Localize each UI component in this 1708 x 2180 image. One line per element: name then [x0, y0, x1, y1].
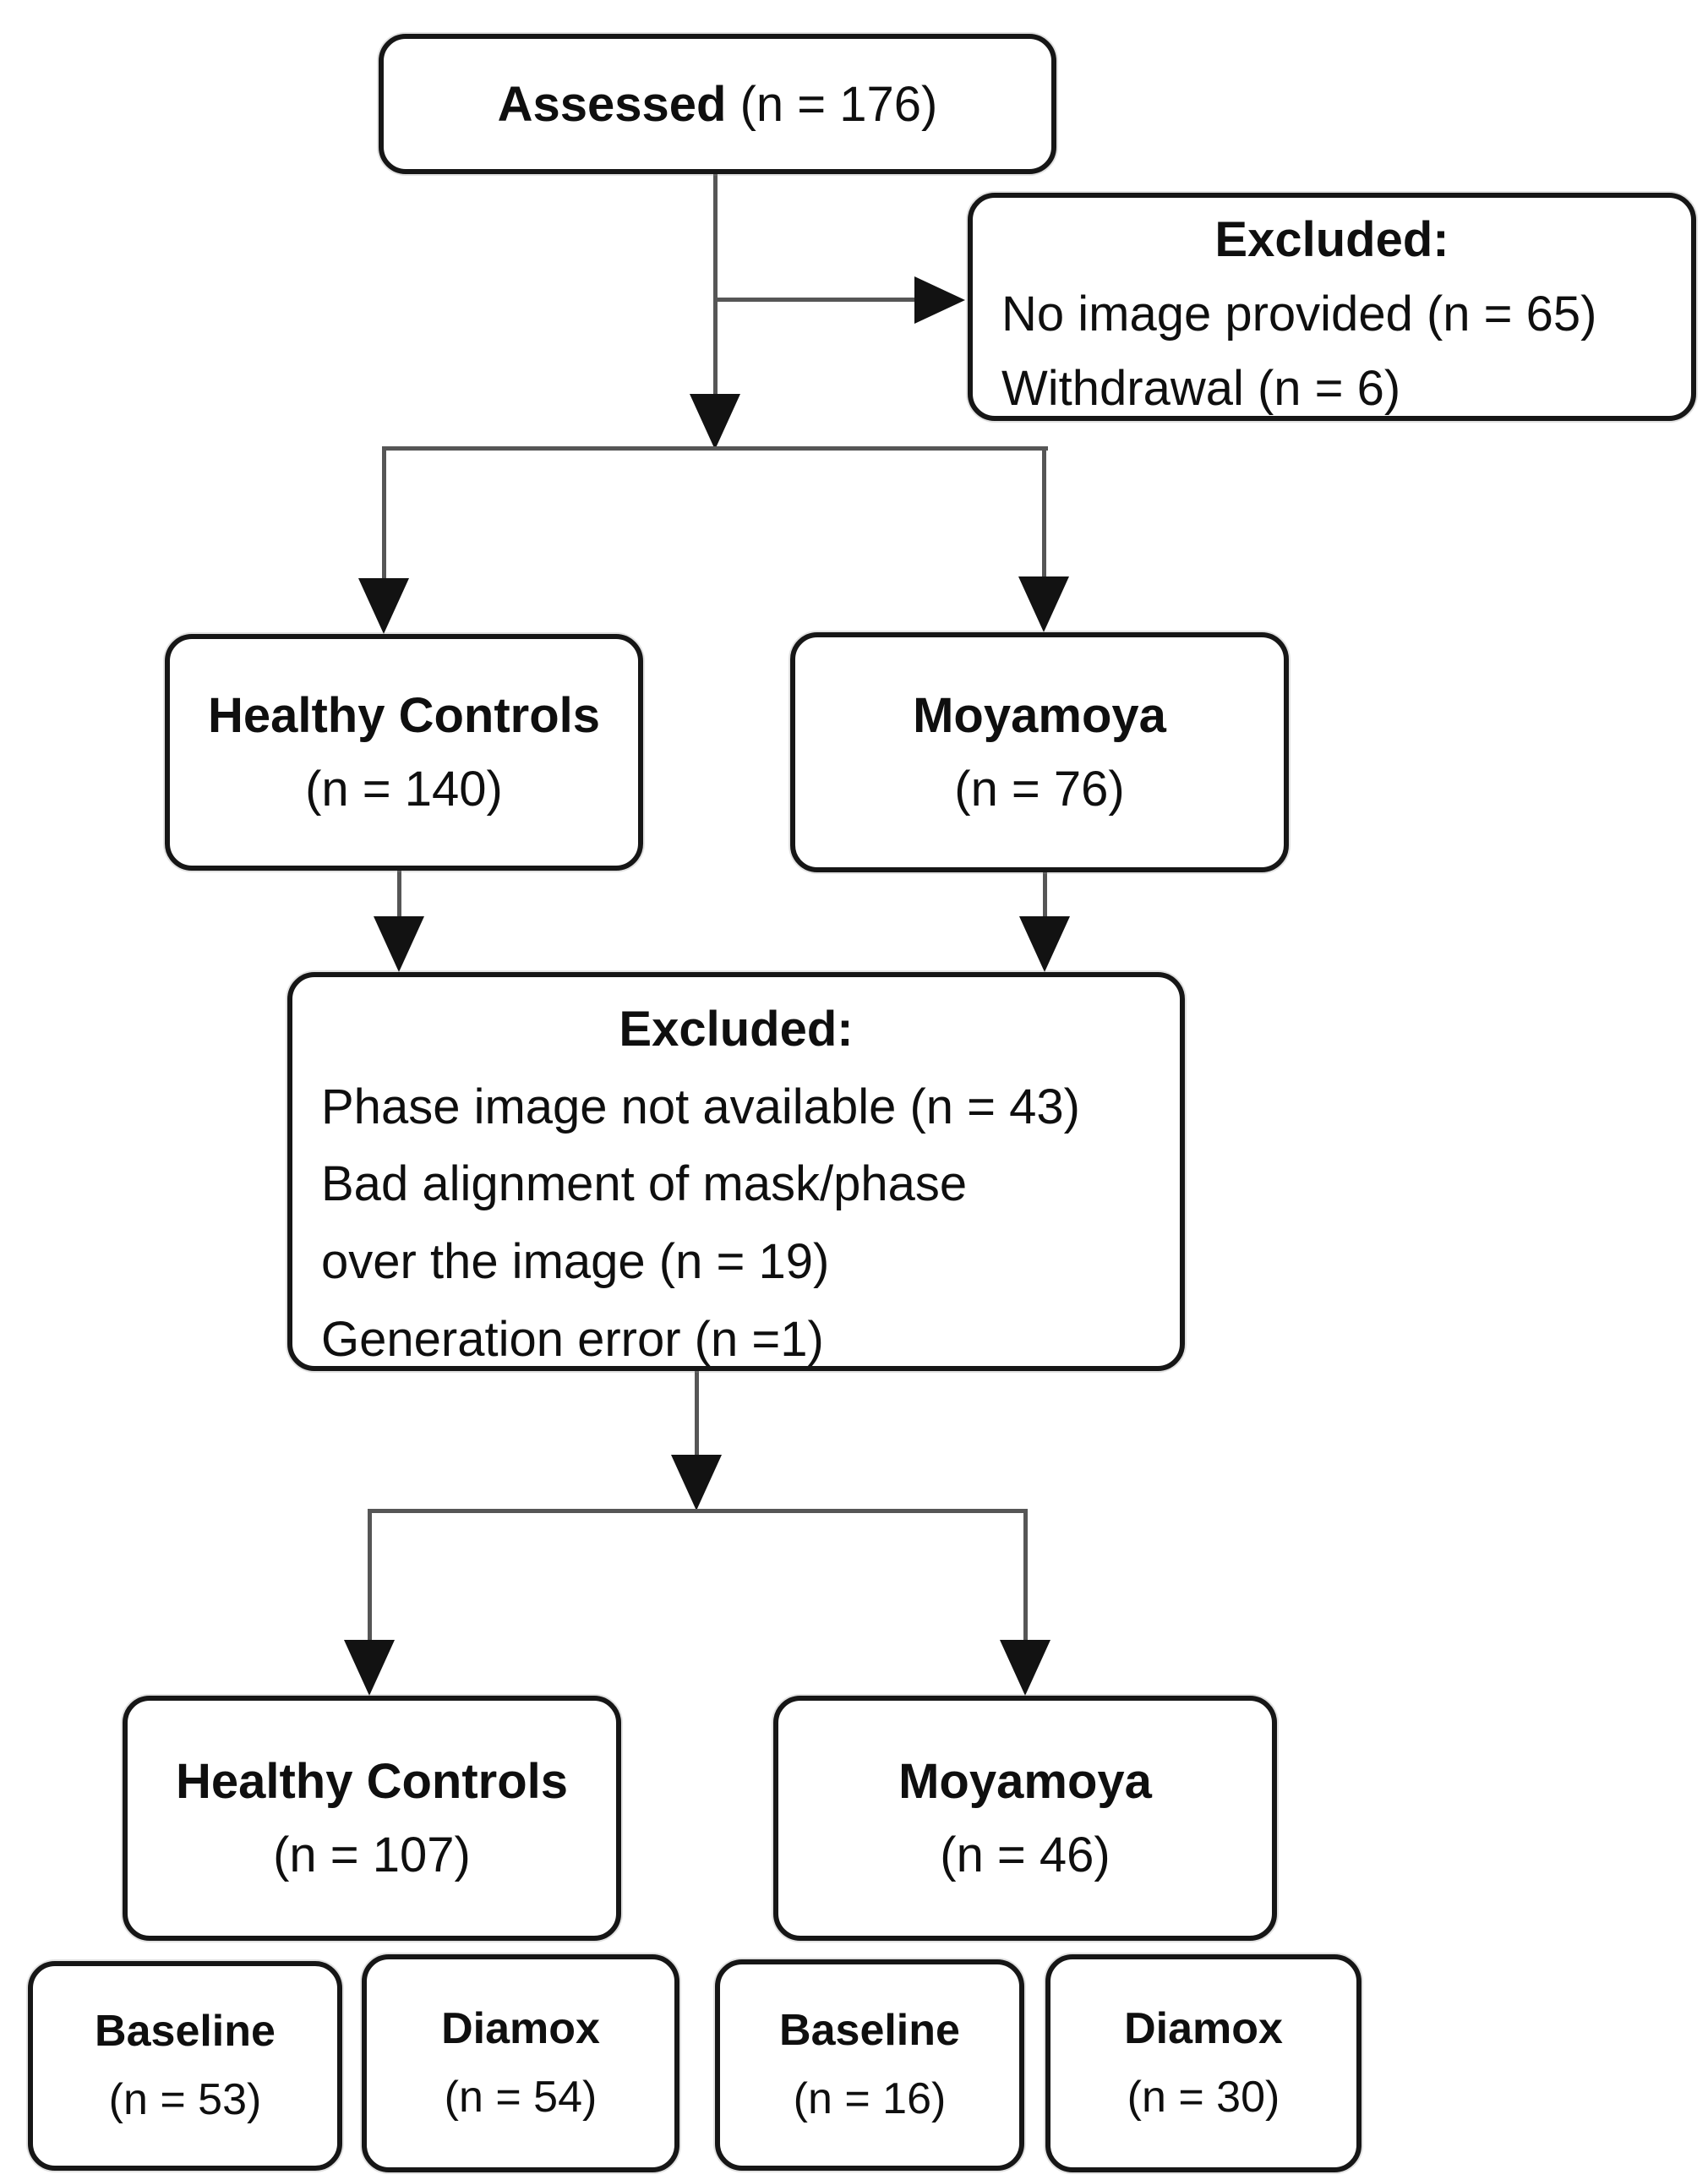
arrow-down-icon	[671, 1455, 722, 1511]
connector-assessed-to-split	[713, 174, 718, 396]
arrow-right-icon	[914, 276, 965, 324]
box-baseline-53: Baseline (n = 53)	[28, 1961, 342, 2171]
connector-split2-to-hc107	[368, 1509, 372, 1641]
excluded-initial-reason: Withdrawal (n = 6)	[1001, 361, 1401, 417]
diamox54-count: (n = 54)	[444, 2073, 598, 2122]
hc140-count: (n = 140)	[305, 762, 503, 817]
diamox30-title: Diamox	[1124, 2004, 1283, 2054]
mm76-count: (n = 76)	[954, 762, 1125, 817]
excluded-processing-reason: Generation error (n =1)	[321, 1311, 824, 1367]
arrow-down-icon	[1019, 916, 1070, 972]
arrow-down-icon	[358, 578, 409, 634]
excluded-processing-reason: Phase image not available (n = 43)	[321, 1079, 1080, 1134]
box-assessed: Assessed (n = 176)	[379, 34, 1056, 174]
excluded-initial-title: Excluded:	[1214, 212, 1449, 267]
connector-excluded-mid-to-split	[695, 1371, 699, 1457]
assessed-title: Assessed	[497, 76, 727, 132]
assessed-label: Assessed (n = 176)	[498, 68, 938, 141]
excluded-processing-reason: over the image (n = 19)	[321, 1233, 830, 1289]
box-excluded-processing: Excluded: Phase image not available (n =…	[287, 972, 1185, 1371]
connector-split1-to-hc140	[382, 446, 386, 580]
mm76-title: Moyamoya	[913, 688, 1166, 743]
excluded-processing-reason: Bad alignment of mask/phase	[321, 1156, 968, 1212]
assessed-count: (n = 176)	[739, 76, 938, 132]
arrow-down-icon	[344, 1640, 395, 1696]
hc107-count: (n = 107)	[273, 1828, 471, 1882]
connector-hc140-to-excluded-mid	[397, 871, 401, 920]
box-healthy-controls-140: Healthy Controls (n = 140)	[165, 634, 643, 871]
connector-split2-to-mm46	[1023, 1509, 1028, 1641]
hc107-title: Healthy Controls	[175, 1754, 569, 1809]
arrow-down-icon	[1018, 576, 1069, 632]
baseline16-count: (n = 16)	[793, 2074, 947, 2123]
split-line-2	[368, 1509, 1027, 1513]
baseline53-count: (n = 53)	[108, 2075, 262, 2124]
baseline53-title: Baseline	[95, 2007, 276, 2057]
split-line-1	[382, 446, 1048, 451]
excluded-initial-reason: No image provided (n = 65)	[1001, 287, 1597, 342]
box-healthy-controls-107: Healthy Controls (n = 107)	[123, 1696, 621, 1941]
box-diamox-30: Diamox (n = 30)	[1045, 1954, 1361, 2172]
baseline16-title: Baseline	[779, 2006, 960, 2056]
box-baseline-16: Baseline (n = 16)	[715, 1959, 1024, 2171]
diamox30-count: (n = 30)	[1127, 2073, 1280, 2122]
hc140-title: Healthy Controls	[207, 688, 601, 743]
mm46-title: Moyamoya	[898, 1754, 1152, 1809]
box-moyamoya-76: Moyamoya (n = 76)	[790, 632, 1289, 872]
connector-mm76-to-excluded-mid	[1043, 872, 1047, 920]
box-excluded-initial: Excluded: No image provided (n = 65) Wit…	[968, 193, 1696, 421]
arrow-down-icon	[1000, 1640, 1050, 1696]
box-moyamoya-46: Moyamoya (n = 46)	[773, 1696, 1277, 1941]
connector-split1-to-mm76	[1042, 446, 1046, 578]
box-diamox-54: Diamox (n = 54)	[362, 1954, 679, 2172]
arrow-down-icon	[374, 916, 424, 972]
diamox54-title: Diamox	[441, 2004, 600, 2054]
arrow-down-icon	[690, 394, 740, 450]
mm46-count: (n = 46)	[940, 1828, 1110, 1882]
connector-to-excluded-top	[713, 298, 921, 302]
excluded-processing-title: Excluded:	[619, 1002, 854, 1057]
